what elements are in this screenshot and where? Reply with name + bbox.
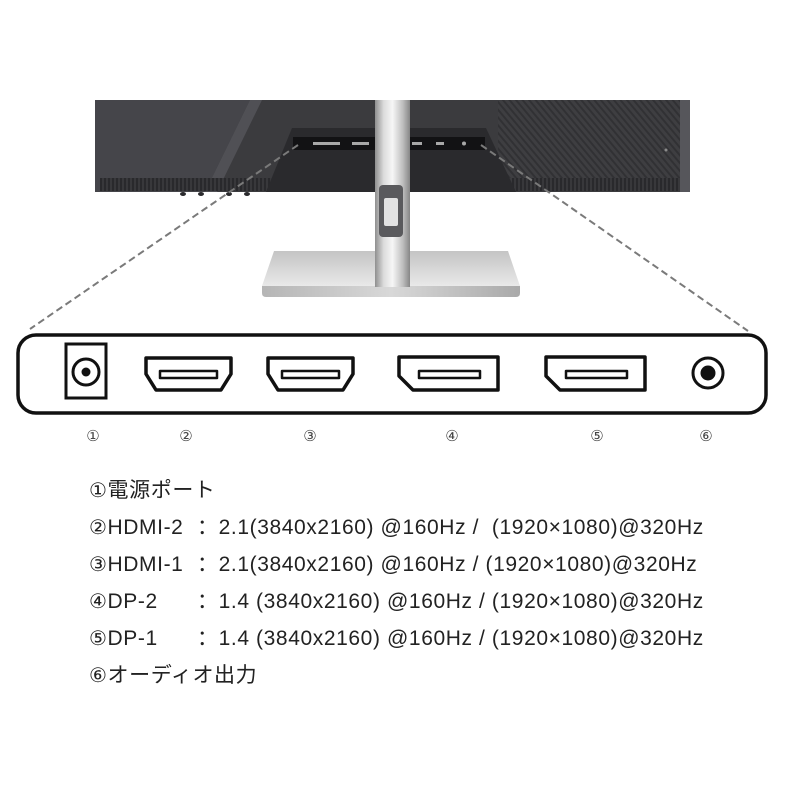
- legend-row-dp-2: ④DP-2：1.4 (3840x2160) @160Hz / (1920×108…: [89, 583, 789, 620]
- legend-name: HDMI-2: [107, 516, 184, 539]
- headphone-label-icon: [462, 141, 466, 146]
- control-button: [198, 192, 204, 196]
- legend-row-hdmi-2: ②HDMI-2：2.1(3840x2160) @160Hz / (1920×10…: [89, 509, 789, 546]
- port-panel: [16, 333, 768, 415]
- port-number: ③: [303, 427, 316, 445]
- hdmi-port-icon: [144, 356, 233, 392]
- port-label-mark: [436, 142, 444, 145]
- legend-row-dp-1: ⑤DP-1：1.4 (3840x2160) @160Hz / (1920×108…: [89, 620, 789, 657]
- callout-line-left: [29, 144, 299, 330]
- legend-number: ④: [89, 589, 108, 613]
- legend-label: ③HDMI-1: [89, 546, 197, 583]
- monitor-back-left-facet: [95, 100, 250, 192]
- monitor-bottom-vent-right: [512, 178, 680, 191]
- displayport-icon: [397, 355, 500, 392]
- hdmi-port-icon: [266, 356, 355, 392]
- cable-slot-opening: [384, 198, 398, 226]
- legend-spec: 2.1(3840x2160) @160Hz / (1920×1080)@320H…: [218, 516, 704, 539]
- control-button: [226, 192, 232, 196]
- control-button: [180, 192, 186, 196]
- port-label-mark: [313, 142, 340, 145]
- monitor-right-edge: [680, 100, 690, 192]
- legend-label: ④DP-2: [89, 583, 197, 620]
- monitor-stand: [262, 100, 520, 297]
- port-number: ②: [179, 427, 192, 445]
- legend-number: ⑥: [89, 663, 108, 687]
- legend-spec: 2.1(3840x2160) @160Hz / (1920×1080)@320H…: [218, 553, 698, 576]
- legend-label: ⑤DP-1: [89, 620, 197, 657]
- port-number: ①: [86, 427, 99, 445]
- legend-spec: 1.4 (3840x2160) @160Hz / (1920×1080)@320…: [218, 627, 704, 650]
- displayport-icon: [544, 355, 647, 392]
- port-panel-outline: [16, 333, 768, 415]
- legend-row-power: ①電源ポート: [89, 472, 789, 509]
- audio-jack-icon: [691, 356, 725, 390]
- port-number: ⑤: [590, 427, 603, 445]
- port-number: ④: [445, 427, 458, 445]
- legend-number: ⑤: [89, 626, 108, 650]
- legend-number: ③: [89, 552, 108, 576]
- control-button: [244, 192, 250, 196]
- legend-name: DP-1: [107, 627, 158, 650]
- legend-name: DP-2: [107, 590, 158, 613]
- legend-number: ②: [89, 515, 108, 539]
- monitor-ports-diagram: ① ② ③ ④ ⑤ ⑥: [16, 100, 768, 445]
- monitor-back-highlight: [205, 100, 262, 192]
- port-number: ⑥: [699, 427, 712, 445]
- monitor-indicator-dot: [664, 148, 668, 152]
- port-legend: ①電源ポート ②HDMI-2：2.1(3840x2160) @160Hz / (…: [89, 472, 789, 694]
- legend-separator: ：: [197, 627, 219, 650]
- legend-name: 電源ポート: [107, 479, 216, 502]
- port-numbers: ① ② ③ ④ ⑤ ⑥: [86, 427, 712, 445]
- port-label-mark: [352, 142, 369, 145]
- legend-number: ①: [89, 478, 108, 502]
- legend-spec: 1.4 (3840x2160) @160Hz / (1920×1080)@320…: [218, 590, 704, 613]
- monitor-bottom-vent-left: [100, 178, 278, 191]
- legend-row-hdmi-1: ③HDMI-1：2.1(3840x2160) @160Hz / (1920×10…: [89, 546, 789, 583]
- legend-separator: ：: [197, 553, 219, 576]
- stand-base-front: [262, 286, 520, 297]
- monitor-back-texture: [498, 100, 680, 178]
- port-label-mark: [412, 142, 422, 145]
- legend-name: HDMI-1: [107, 553, 184, 576]
- legend-separator: ：: [197, 516, 219, 539]
- legend-row-audio-out: ⑥オーディオ出力: [89, 657, 789, 694]
- legend-label: ②HDMI-2: [89, 509, 197, 546]
- legend-name: オーディオ出力: [107, 664, 258, 687]
- dc-power-port-icon: [64, 342, 108, 400]
- legend-separator: ：: [197, 590, 219, 613]
